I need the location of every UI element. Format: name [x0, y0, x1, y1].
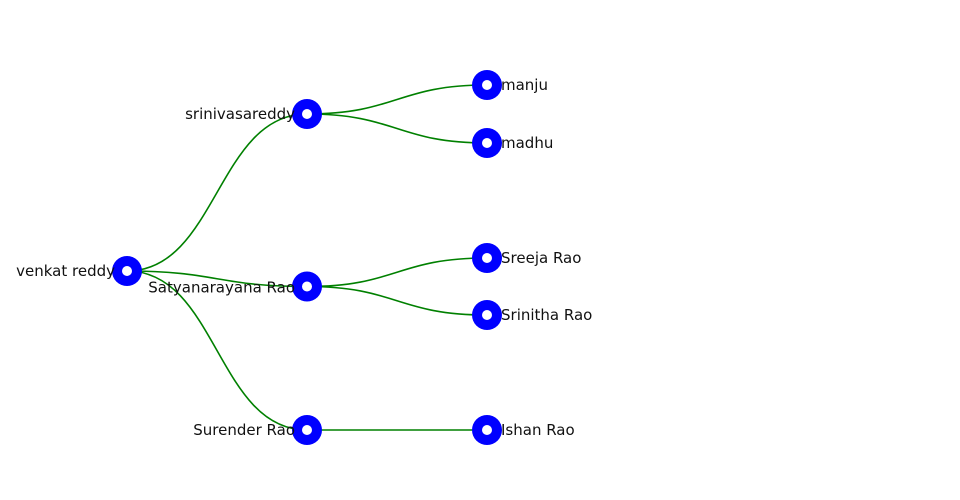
node-center [122, 266, 132, 276]
node-label: Ishan Rao [501, 421, 575, 439]
node-center [302, 109, 312, 119]
node-center [482, 80, 492, 90]
node-center [482, 138, 492, 148]
link-satyanarayana-rao-to-srinitha-rao [306, 285, 488, 316]
tree-node[interactable]: Ishan Rao [472, 415, 575, 445]
node-center [482, 425, 492, 435]
node-label: Satyanarayana Rao [148, 279, 295, 297]
link-satyanarayana-rao-to-sreeja-rao [306, 257, 488, 288]
tree-node[interactable]: Sreeja Rao [472, 243, 581, 273]
tree-node[interactable]: Surender Rao [193, 415, 322, 445]
link-venkat-reddy-to-srinivasareddy [126, 113, 308, 272]
node-center [302, 425, 312, 435]
node-center [482, 310, 492, 320]
node-center [302, 281, 312, 292]
node-center [482, 253, 492, 263]
node-label: Srinitha Rao [501, 306, 592, 324]
node-label: manju [501, 76, 548, 94]
tree-node[interactable]: madhu [472, 128, 553, 158]
node-label: Sreeja Rao [501, 249, 581, 267]
node-label: Surender Rao [193, 421, 295, 439]
link-venkat-reddy-to-satyanarayana-rao [126, 270, 308, 288]
tree-node[interactable]: Srinitha Rao [472, 300, 592, 330]
tree-node[interactable]: Satyanarayana Rao [148, 271, 322, 302]
node-label: venkat reddy [16, 262, 115, 280]
link-venkat-reddy-to-surender-rao [126, 270, 308, 431]
link-srinivasareddy-to-madhu [306, 113, 488, 144]
node-label: srinivasareddy [185, 105, 295, 123]
tree-node[interactable]: srinivasareddy [185, 99, 322, 129]
tree-node[interactable]: venkat reddy [16, 256, 142, 286]
tree-node[interactable]: manju [472, 70, 548, 100]
node-label: madhu [501, 134, 553, 152]
link-srinivasareddy-to-manju [306, 84, 488, 115]
links-layer [126, 84, 488, 431]
